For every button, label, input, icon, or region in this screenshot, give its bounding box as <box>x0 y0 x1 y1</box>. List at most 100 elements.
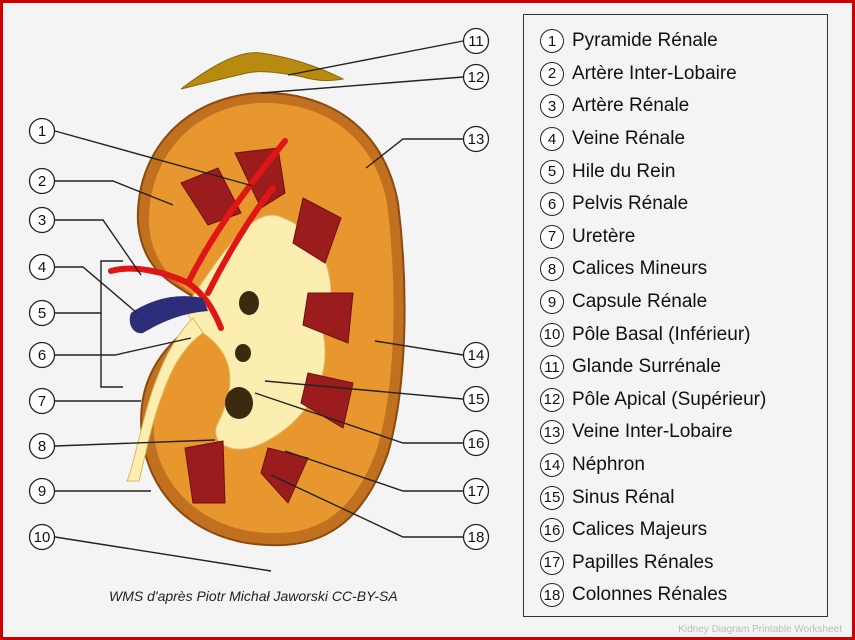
legend-label: Néphron <box>572 454 645 476</box>
renal-artery <box>108 138 288 331</box>
legend-item-15: 15 Sinus Rénal <box>524 481 827 514</box>
svg-text:5: 5 <box>38 305 46 322</box>
legend-label: Pyramide Rénale <box>572 30 718 52</box>
legend-number: 16 <box>540 518 564 543</box>
svg-text:8: 8 <box>38 438 46 455</box>
legend-item-17: 17 Papilles Rénales <box>524 547 827 580</box>
callout-9: 9 <box>28 477 56 505</box>
diagram-frame: 1 2 3 4 5 6 7 8 9 10 11 12 13 14 15 16 1… <box>3 3 852 637</box>
callout-10: 10 <box>28 523 56 551</box>
callouts: 1 2 3 4 5 6 7 8 9 10 11 12 13 14 15 16 1… <box>28 27 490 551</box>
svg-text:13: 13 <box>468 131 485 148</box>
legend-label: Artère Inter-Lobaire <box>572 62 737 84</box>
legend-label: Capsule Rénale <box>572 291 708 313</box>
legend-label: Veine Inter-Lobaire <box>572 421 733 443</box>
legend-item-2: 2 Artère Inter-Lobaire <box>524 58 827 91</box>
kidney-diagram: 1 2 3 4 5 6 7 8 9 10 11 12 13 14 15 16 1… <box>28 27 490 572</box>
svg-text:9: 9 <box>38 483 46 500</box>
legend-number: 4 <box>540 127 564 152</box>
legend-label: Pelvis Rénale <box>572 193 689 215</box>
renal-pyramids <box>180 147 354 504</box>
svg-text:18: 18 <box>468 529 485 546</box>
svg-text:15: 15 <box>468 391 485 408</box>
callout-18: 18 <box>462 523 490 551</box>
legend-label: Glande Surrénale <box>572 356 721 378</box>
callout-17: 17 <box>462 477 490 505</box>
legend-number: 12 <box>540 387 564 412</box>
legend-item-12: 12 Pôle Apical (Supérieur) <box>524 384 827 417</box>
callout-11: 11 <box>462 27 490 55</box>
legend-label: Veine Rénale <box>572 128 686 150</box>
svg-text:16: 16 <box>468 435 485 452</box>
credit-text: WMS d'après Piotr Michał Jaworski CC-BY-… <box>109 588 398 604</box>
callout-16: 16 <box>462 429 490 457</box>
svg-text:14: 14 <box>468 347 485 364</box>
legend-item-11: 11 Glande Surrénale <box>524 351 827 384</box>
svg-text:7: 7 <box>38 393 46 410</box>
legend-item-1: 1 Pyramide Rénale <box>524 25 827 58</box>
legend-number: 17 <box>540 550 564 575</box>
legend-item-3: 3 Artère Rénale <box>524 90 827 123</box>
legend-item-7: 7 Uretère <box>524 221 827 254</box>
callout-4: 4 <box>28 253 56 281</box>
legend-item-8: 8 Calices Mineurs <box>524 253 827 286</box>
svg-text:6: 6 <box>38 347 46 364</box>
legend-number: 10 <box>540 322 564 347</box>
legend-label: Papilles Rénales <box>572 551 714 573</box>
legend-number: 15 <box>540 485 564 510</box>
svg-text:1: 1 <box>38 123 46 140</box>
callout-7: 7 <box>28 387 56 415</box>
svg-text:3: 3 <box>38 212 46 229</box>
legend-number: 9 <box>540 290 564 315</box>
legend-number: 8 <box>540 257 564 282</box>
renal-vein <box>129 296 208 334</box>
legend-number: 2 <box>540 61 564 86</box>
callout-1: 1 <box>28 117 56 145</box>
svg-text:2: 2 <box>38 173 46 190</box>
legend-label: Uretère <box>572 225 636 247</box>
callout-8: 8 <box>28 432 56 460</box>
legend-number: 7 <box>540 224 564 249</box>
legend-number: 5 <box>540 159 564 184</box>
ureter <box>126 317 204 482</box>
callout-2: 2 <box>28 167 56 195</box>
legend-label: Calices Mineurs <box>572 258 708 280</box>
callout-6: 6 <box>28 341 56 369</box>
legend-label: Artère Rénale <box>572 95 690 117</box>
renal-sinus <box>225 291 259 419</box>
svg-text:11: 11 <box>468 33 484 50</box>
legend-item-16: 16 Calices Majeurs <box>524 514 827 547</box>
legend-item-18: 18 Colonnes Rénales <box>524 579 827 612</box>
legend-label: Sinus Rénal <box>572 486 675 508</box>
leader-lines <box>54 40 464 572</box>
legend-number: 11 <box>540 355 564 380</box>
callout-13: 13 <box>462 125 490 153</box>
legend-box: 1 Pyramide Rénale 2 Artère Inter-Lobaire 3… <box>523 14 828 617</box>
legend-label: Pôle Apical (Supérieur) <box>572 388 767 410</box>
callout-5: 5 <box>28 299 56 327</box>
legend-number: 13 <box>540 420 564 445</box>
callout-15: 15 <box>462 385 490 413</box>
legend-label: Colonnes Rénales <box>572 584 728 606</box>
legend-item-10: 10 Pôle Basal (Inférieur) <box>524 318 827 351</box>
adrenal-gland <box>180 52 345 90</box>
svg-text:10: 10 <box>34 529 51 546</box>
callout-14: 14 <box>462 341 490 369</box>
watermark: Kidney Diagram Printable Worksheet <box>678 624 842 635</box>
legend-number: 1 <box>540 29 564 54</box>
legend-number: 3 <box>540 94 564 119</box>
legend-label: Calices Majeurs <box>572 519 708 541</box>
callout-3: 3 <box>28 206 56 234</box>
svg-text:4: 4 <box>38 259 46 276</box>
legend-item-9: 9 Capsule Rénale <box>524 286 827 319</box>
legend-label: Pôle Basal (Inférieur) <box>572 323 751 345</box>
svg-text:17: 17 <box>468 483 485 500</box>
callout-12: 12 <box>462 63 490 91</box>
legend-number: 18 <box>540 583 564 608</box>
renal-pelvis-region <box>186 214 332 450</box>
legend-item-4: 4 Veine Rénale <box>524 123 827 156</box>
legend-item-13: 13 Veine Inter-Lobaire <box>524 416 827 449</box>
legend-label: Hile du Rein <box>572 160 676 182</box>
